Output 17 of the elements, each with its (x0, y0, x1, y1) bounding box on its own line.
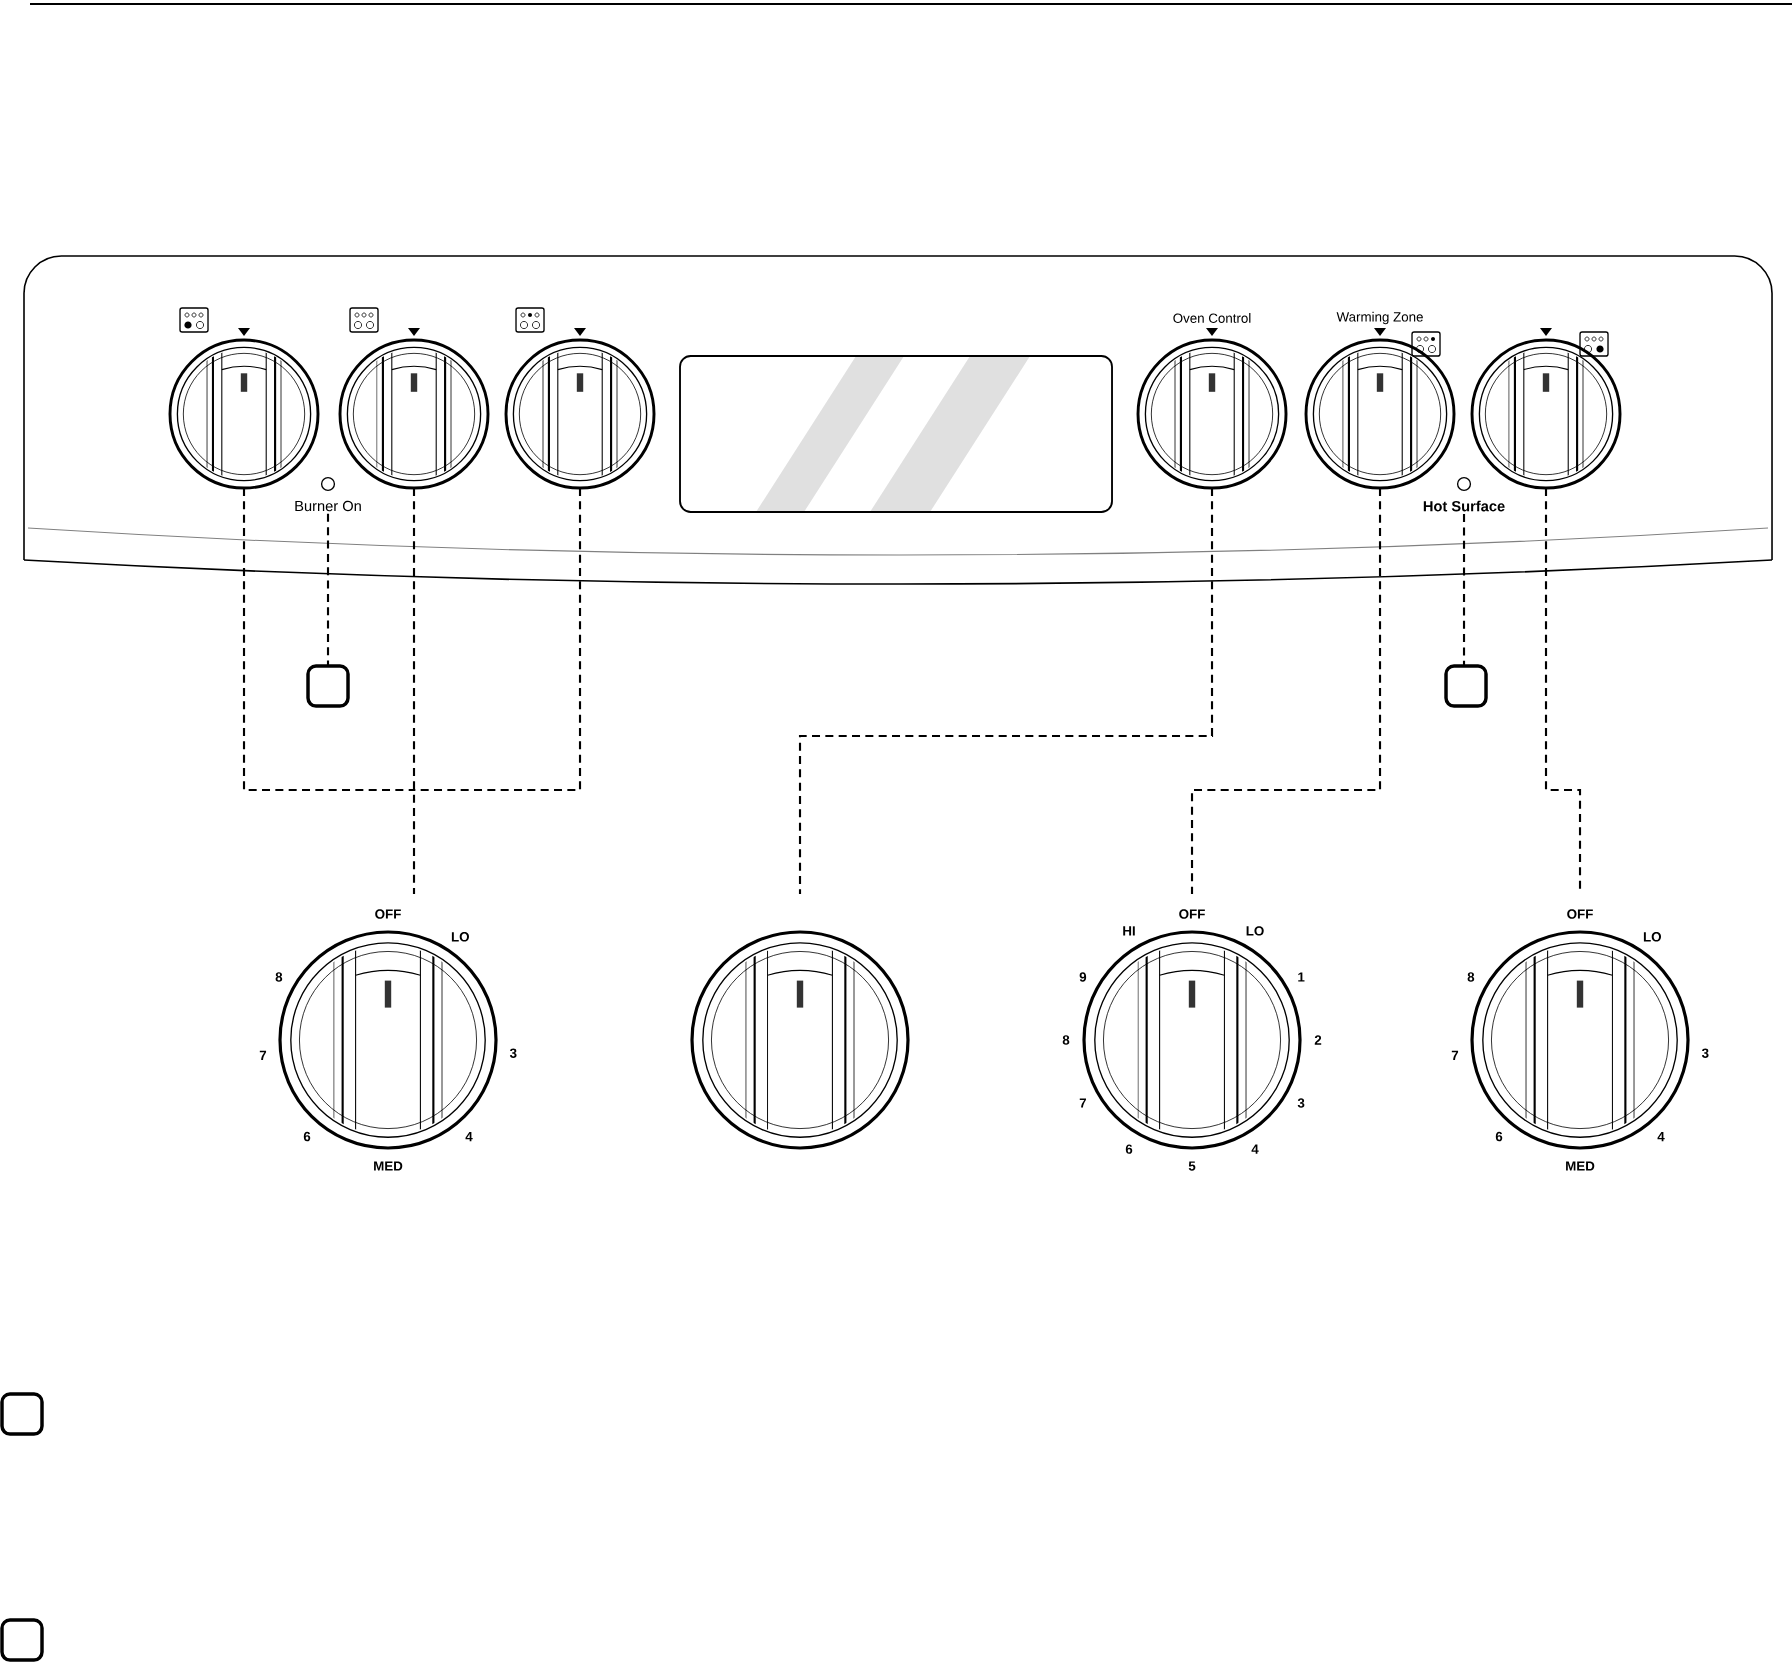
control-knob (690, 930, 910, 1150)
dashed-connector (242, 488, 414, 792)
dashed-connector (412, 488, 416, 894)
control-knob (1470, 338, 1622, 490)
control-knob (168, 338, 320, 490)
callout-box (0, 1392, 44, 1436)
callout-box (1444, 664, 1488, 708)
dashed-connector (798, 488, 1214, 894)
control-knob (338, 338, 490, 490)
dashed-connector (1462, 514, 1466, 666)
callout-box (0, 1618, 44, 1662)
dashed-connector (326, 513, 330, 666)
callout-box (306, 664, 350, 708)
dashed-connector (414, 488, 582, 792)
control-knob (504, 338, 656, 490)
dashed-connector (1190, 488, 1382, 894)
dashed-connector (1544, 488, 1582, 894)
